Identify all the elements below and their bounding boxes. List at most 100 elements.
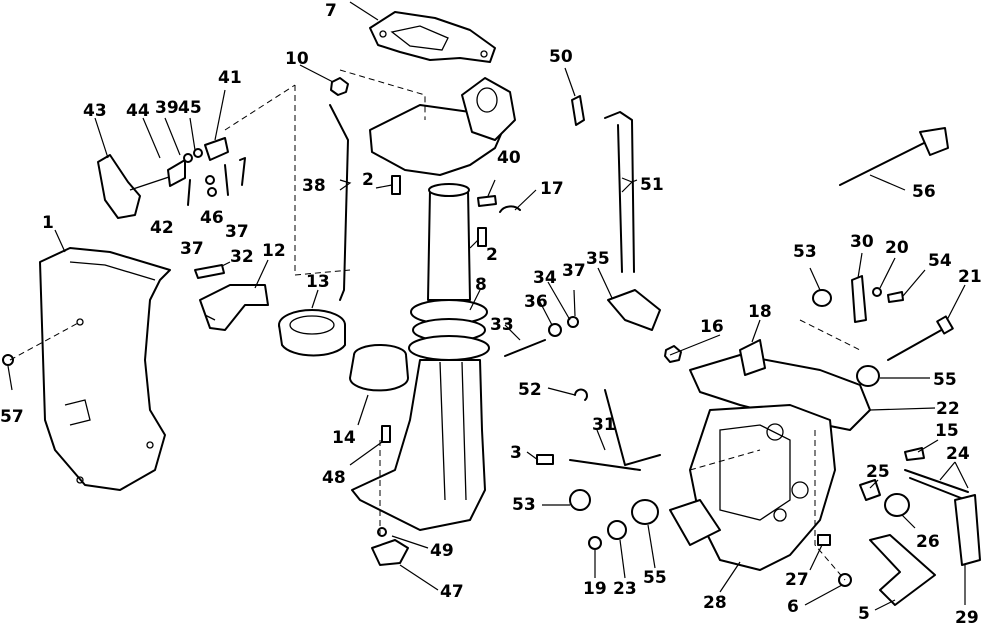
callout-1: 1 (42, 213, 54, 233)
part-knob-25 (859, 479, 881, 501)
part-gasket (369, 11, 496, 63)
part-cowling (39, 247, 171, 491)
callout-3: 3 (510, 443, 522, 463)
part-spring-17 (499, 205, 521, 213)
callout-24: 24 (946, 444, 970, 464)
callout-42: 42 (150, 218, 174, 238)
callout-56: 56 (912, 182, 936, 202)
callout-57: 57 (0, 407, 24, 427)
callout-55b: 55 (643, 568, 667, 588)
part-bushing-53b (569, 489, 591, 511)
callout-50: 50 (549, 47, 573, 67)
part-plug-47 (371, 527, 409, 566)
part-lever-5 (869, 534, 936, 606)
callout-14: 14 (332, 428, 356, 448)
callout-33: 33 (490, 315, 514, 335)
callout-15: 15 (935, 421, 959, 441)
part-screw-32 (194, 264, 225, 279)
callout-2b: 2 (486, 245, 498, 265)
part-clip-34 (567, 316, 579, 328)
part-screw-54 (887, 291, 904, 303)
callout-20: 20 (885, 238, 909, 258)
part-nut-10 (330, 77, 349, 96)
callout-40: 40 (497, 148, 521, 168)
part-clamp (199, 284, 269, 331)
callout-5: 5 (858, 604, 870, 624)
part-linkage-rod (329, 104, 349, 301)
part-grommet-50 (571, 95, 585, 126)
part-screw-40 (477, 195, 497, 207)
callout-6: 6 (787, 597, 799, 617)
callout-18: 18 (748, 302, 772, 322)
callout-37b: 37 (225, 222, 249, 242)
part-washer-26 (884, 493, 910, 517)
part-bushing-53a (812, 289, 832, 307)
part-screw-57 (2, 354, 14, 366)
callout-10: 10 (285, 49, 309, 69)
callout-46: 46 (200, 208, 224, 228)
part-bolt-21 (887, 315, 954, 361)
callout-47: 47 (440, 582, 464, 602)
callout-44: 44 (126, 101, 150, 121)
callout-8: 8 (475, 275, 487, 295)
part-bracket-35 (607, 289, 661, 331)
callout-13: 13 (306, 272, 330, 292)
part-tie-bar (839, 127, 949, 186)
part-washer-20 (872, 287, 882, 297)
callout-16: 16 (700, 317, 724, 337)
assembly-lines (9, 69, 861, 581)
part-washer-23 (607, 520, 627, 540)
callout-31: 31 (592, 415, 616, 435)
part-pin-33 (504, 339, 546, 357)
callout-30: 30 (850, 232, 874, 252)
callout-53a: 53 (793, 242, 817, 262)
callout-37a: 37 (180, 239, 204, 259)
callout-27: 27 (785, 570, 809, 590)
part-bolt-24 (904, 469, 969, 501)
part-pin-27 (817, 534, 831, 546)
callout-21: 21 (958, 267, 982, 287)
part-throttle-lever (97, 154, 176, 219)
callout-17: 17 (540, 179, 564, 199)
callout-32: 32 (230, 247, 254, 267)
callout-38: 38 (302, 176, 326, 196)
part-stern-bracket (669, 404, 836, 571)
callout-48: 48 (322, 468, 346, 488)
part-screw-48 (381, 425, 391, 443)
callout-22: 22 (936, 399, 960, 419)
part-exhaust-housing (351, 77, 516, 531)
part-water-tube (604, 111, 635, 273)
part-plate-30 (851, 275, 867, 323)
part-sleeve (349, 344, 409, 392)
callout-53b: 53 (512, 495, 536, 515)
callout-2a: 2 (362, 170, 374, 190)
callout-41: 41 (218, 68, 242, 88)
callout-7: 7 (325, 1, 337, 21)
part-swivel-bracket (689, 339, 871, 431)
part-plate-29 (954, 494, 981, 566)
part-spring-52 (574, 388, 588, 401)
callout-26: 26 (916, 532, 940, 552)
callout-35: 35 (586, 249, 610, 269)
part-grommet (278, 309, 346, 357)
part-pad-3 (536, 454, 554, 465)
callout-23: 23 (613, 579, 637, 599)
callout-28: 28 (703, 593, 727, 613)
leader-lines (7, 1, 969, 611)
callout-19: 19 (583, 579, 607, 599)
part-bushing-55a (856, 365, 880, 387)
part-screw-2a (391, 175, 401, 195)
part-nut-19 (588, 536, 602, 550)
callout-34: 34 (533, 268, 557, 288)
callout-45: 45 (178, 98, 202, 118)
callout-54: 54 (928, 251, 952, 271)
callout-12: 12 (262, 241, 286, 261)
part-screw-2b (477, 227, 487, 247)
part-bushing-55b (631, 499, 659, 525)
callout-49: 49 (430, 541, 454, 561)
part-small-links (167, 137, 246, 206)
callout-51: 51 (640, 175, 664, 195)
callout-25: 25 (866, 462, 890, 482)
